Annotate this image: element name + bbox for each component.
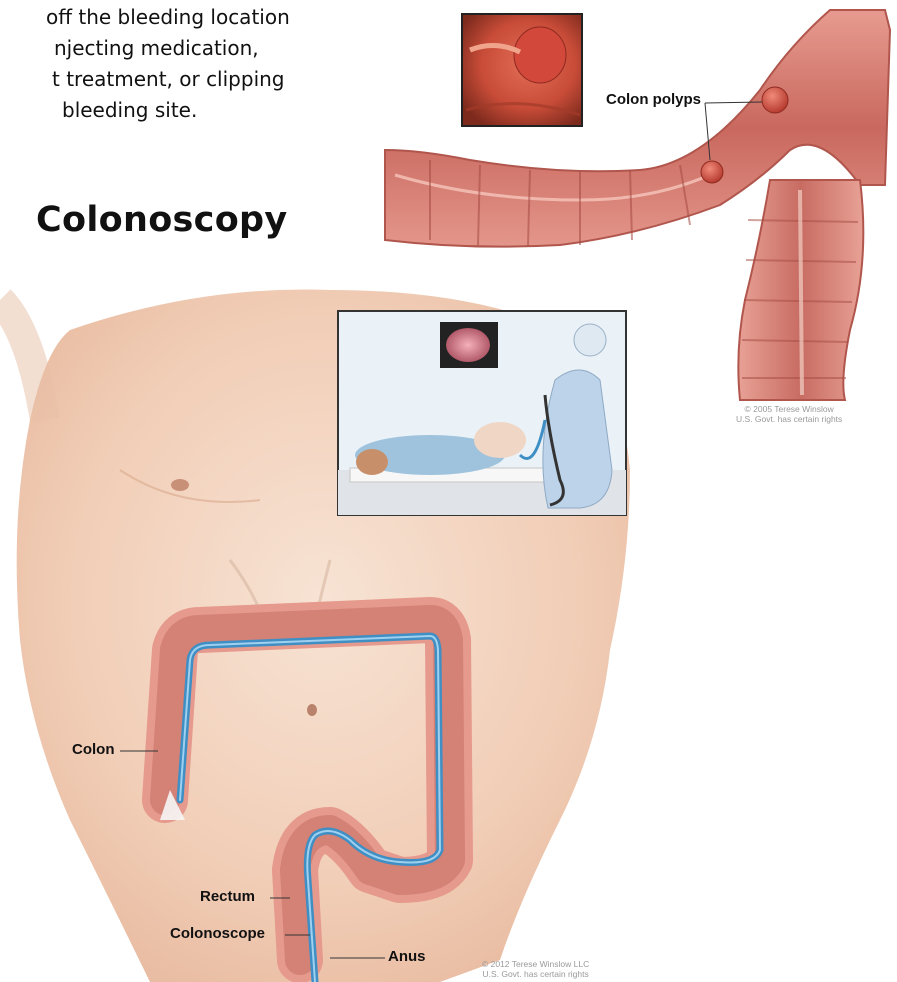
label-colon: Colon	[72, 741, 115, 758]
credit-bottom: © 2012 Terese Winslow LLC U.S. Govt. has…	[482, 959, 589, 979]
credit-bottom-line-1: © 2012 Terese Winslow LLC	[482, 959, 589, 969]
navel	[307, 704, 317, 716]
intro-line-1: off the bleeding location	[0, 2, 330, 33]
credit-top-line-1: © 2005 Terese Winslow	[736, 404, 842, 414]
label-anus: Anus	[388, 948, 426, 965]
page-title: Colonoscopy	[36, 200, 288, 240]
intro-line-3: t treatment, or clipping	[0, 64, 330, 95]
label-colonoscope: Colonoscope	[170, 925, 265, 942]
intro-line-4: bleeding site.	[0, 95, 330, 126]
nipple	[171, 479, 189, 491]
colon-polyp-large	[762, 87, 788, 113]
label-rectum: Rectum	[200, 888, 255, 905]
credit-top: © 2005 Terese Winslow U.S. Govt. has cer…	[736, 404, 842, 424]
colon-polyp-small	[701, 161, 723, 183]
label-colon-polyps: Colon polyps	[606, 91, 701, 108]
procedure-scene-inset	[338, 311, 626, 515]
credit-top-line-2: U.S. Govt. has certain rights	[736, 414, 842, 424]
intro-line-2: njecting medication,	[0, 33, 330, 64]
intro-text: off the bleeding location njecting medic…	[0, 2, 330, 126]
credit-bottom-line-2: U.S. Govt. has certain rights	[482, 969, 589, 979]
